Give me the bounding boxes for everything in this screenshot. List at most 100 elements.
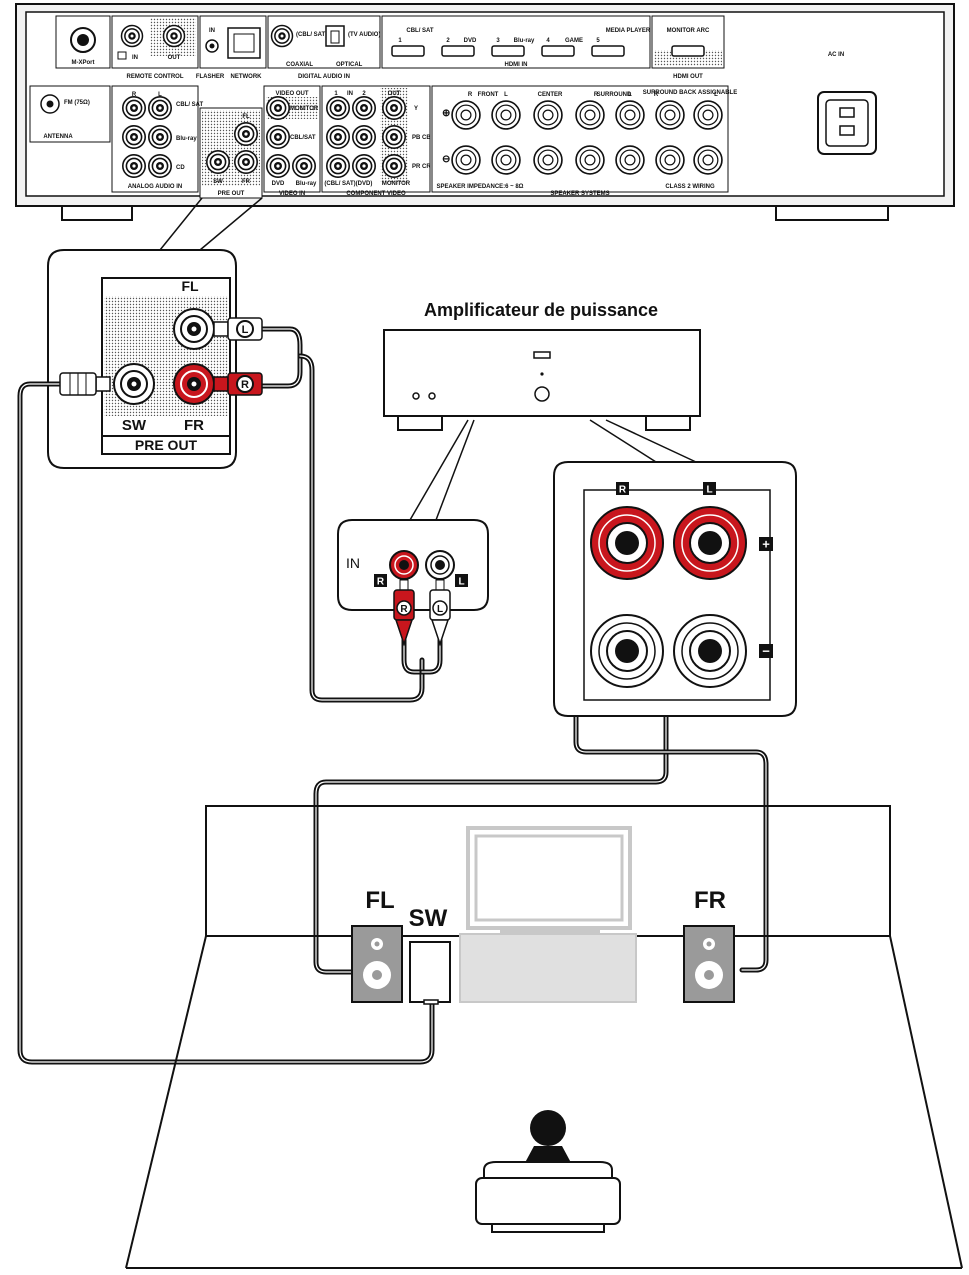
hdmi-in-label: HDMI IN xyxy=(505,62,528,68)
remote-in-label: IN xyxy=(132,55,138,61)
svg-text:CLASS 2 WIRING: CLASS 2 WIRING xyxy=(665,184,715,190)
svg-text:CENTER: CENTER xyxy=(538,92,563,98)
svg-text:L: L xyxy=(158,92,162,98)
hdmi-inputs: 1 CBL/ SAT 2 DVD 3 Blu-ray 4 GAME 5 MEDI… xyxy=(391,28,651,57)
subwoofer xyxy=(409,941,451,1005)
amp-terminal-l-minus xyxy=(673,614,747,688)
svg-text:⊖: ⊖ xyxy=(442,154,450,165)
amp-jack-r-label: R xyxy=(377,577,385,588)
room-sw-label: SW xyxy=(409,905,448,932)
amplifier-title: Amplificateur de puissance xyxy=(424,300,658,320)
svg-text:CBL/ SAT: CBL/ SAT xyxy=(176,102,204,108)
preout-fr-label: FR xyxy=(184,417,204,434)
svg-text:5: 5 xyxy=(596,38,600,44)
amp-plug-r-label: R xyxy=(400,604,408,615)
amp-in-r-plug: R xyxy=(393,579,415,647)
remote-out-label: OUT xyxy=(168,55,181,61)
fl-speaker xyxy=(351,925,403,1003)
preout-title: PRE OUT xyxy=(135,437,198,453)
preout-fl-jack xyxy=(173,308,215,350)
svg-text:1: 1 xyxy=(334,91,338,97)
svg-text:MEDIA PLAYER: MEDIA PLAYER xyxy=(606,28,651,34)
video-in-label: VIDEO IN xyxy=(279,191,305,197)
svg-text:MONITOR: MONITOR xyxy=(290,106,319,112)
svg-text:R: R xyxy=(132,92,137,98)
preout-sw-plug xyxy=(59,372,111,396)
optical-label: OPTICAL xyxy=(336,62,363,68)
svg-text:DVD: DVD xyxy=(464,38,477,44)
svg-text:4: 4 xyxy=(546,38,550,44)
svg-text:(DVD): (DVD) xyxy=(356,181,373,187)
remote-out-jack xyxy=(162,24,186,48)
ac-in-label: AC IN xyxy=(828,52,844,58)
svg-text:FL: FL xyxy=(242,114,250,120)
receiver-foot-left xyxy=(61,205,133,221)
coaxial-jack xyxy=(270,24,294,48)
listener xyxy=(475,1110,621,1233)
svg-text:SW: SW xyxy=(213,179,223,185)
svg-text:Blu-ray: Blu-ray xyxy=(296,181,317,187)
svg-text:FR: FR xyxy=(242,179,251,185)
amplifier-input-callout: IN R L xyxy=(337,519,489,611)
amplifier-power-button xyxy=(534,386,550,402)
amp-terminal-r-plus xyxy=(590,506,664,580)
svg-text:Y: Y xyxy=(414,106,418,112)
svg-text:R: R xyxy=(594,92,599,98)
plus-sign: + xyxy=(762,537,770,552)
svg-text:MONITOR: MONITOR xyxy=(382,181,411,187)
amp-plug-l-label: L xyxy=(437,604,443,615)
amp-terminal-l-plus xyxy=(673,506,747,580)
svg-text:GAME: GAME xyxy=(565,38,583,44)
minus-sign: − xyxy=(762,644,770,659)
preout-fl-label: FL xyxy=(181,278,199,294)
preout-fr-plug: R xyxy=(213,372,263,396)
amp-jack-l-label: L xyxy=(458,577,464,588)
preout-sw-jack xyxy=(113,363,155,405)
hdmi-out-label: HDMI OUT xyxy=(673,74,703,80)
coaxial-cbl-label: (CBL/ SAT) xyxy=(296,32,327,38)
preout-zoom-callout: FL SW FR PRE OUT xyxy=(47,249,237,469)
component-video-jacks xyxy=(325,96,407,178)
svg-text:2: 2 xyxy=(362,91,366,97)
svg-text:3: 3 xyxy=(496,38,500,44)
preout-fl-plug: L xyxy=(213,317,263,341)
coaxial-label: COAXIAL xyxy=(286,62,313,68)
svg-text:R: R xyxy=(468,92,473,98)
preout-fr-jack xyxy=(173,363,215,405)
speaker-systems-label: SPEAKER SYSTEMS xyxy=(550,191,609,197)
tv xyxy=(459,826,637,1003)
digital-audio-in-label: DIGITAL AUDIO IN xyxy=(298,74,350,80)
amplifier-speaker-callout: R L + − xyxy=(553,461,797,717)
svg-text:VIDEO OUT: VIDEO OUT xyxy=(275,91,308,97)
mxport-label: M-XPort xyxy=(72,60,95,66)
amplifier-in-label: IN xyxy=(346,555,360,571)
svg-text:2: 2 xyxy=(446,38,450,44)
svg-text:R: R xyxy=(654,92,659,98)
svg-text:CD: CD xyxy=(176,165,185,171)
svg-text:CBL/SAT: CBL/SAT xyxy=(290,135,316,141)
amp-term-r-label: R xyxy=(619,485,627,496)
svg-text:PR CR: PR CR xyxy=(412,164,431,170)
preout-plug-l-label: L xyxy=(242,324,249,336)
fr-speaker xyxy=(683,925,735,1003)
cables xyxy=(17,326,769,1065)
monitor-arc-label: MONITOR ARC xyxy=(667,28,710,34)
preout-plug-r-label: R xyxy=(241,379,249,391)
hdmi-out-port xyxy=(671,45,705,57)
svg-text:Blu-ray: Blu-ray xyxy=(176,136,197,142)
amp-in-l-plug: L xyxy=(429,579,451,647)
svg-text:Blu-ray: Blu-ray xyxy=(514,38,535,44)
svg-text:L: L xyxy=(714,92,718,98)
svg-text:PB CB: PB CB xyxy=(412,135,431,141)
svg-text:FRONT: FRONT xyxy=(478,92,499,98)
amp-in-r-jack xyxy=(389,550,419,580)
amp-terminal-r-minus xyxy=(590,614,664,688)
amp-in-l-jack xyxy=(425,550,455,580)
svg-text:CBL/ SAT: CBL/ SAT xyxy=(406,28,434,34)
receiver-rear-panel: M-XPort IN OUT REMOTE CONTROL IN FLASHER… xyxy=(15,3,955,221)
component-video-label: COMPONENT VIDEO xyxy=(346,191,406,197)
remote-in-jack xyxy=(120,24,144,48)
antenna-label: ANTENNA xyxy=(43,134,73,140)
flasher-label: FLASHER xyxy=(196,74,225,80)
